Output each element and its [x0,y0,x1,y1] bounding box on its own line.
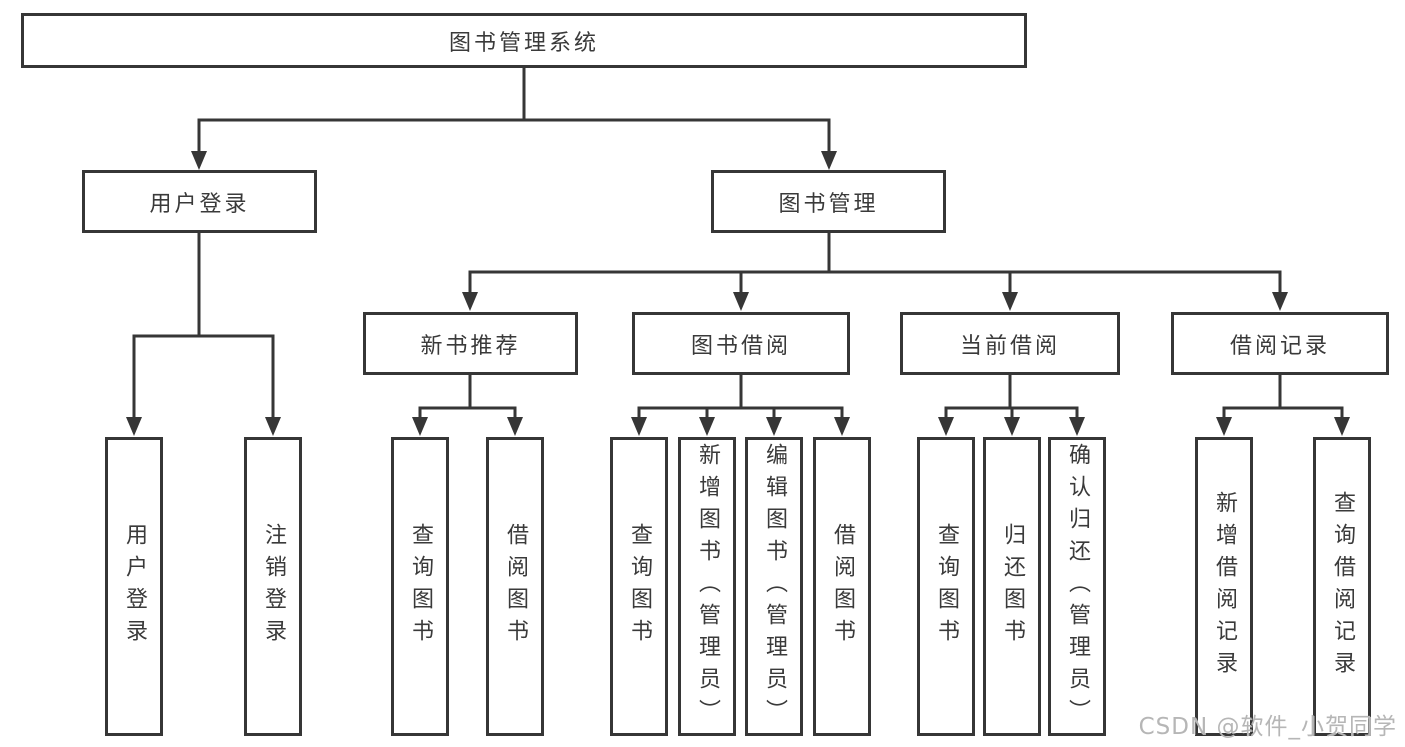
node-current-borrow: 当前借阅 [900,312,1120,375]
edges-new-book-recommend [412,375,523,436]
node-leaf-edit-book-admin: 编辑图书（管理员） [745,437,803,736]
node-user-login: 用户登录 [82,170,317,233]
node-user-login-label: 用户登录 [149,191,250,217]
node-root-label: 图书管理系统 [448,30,599,56]
node-leaf-add-borrow-record: 新增借阅记录 [1195,437,1253,736]
node-leaf-add-book-admin: 新增图书（管理员） [678,437,736,736]
edges-book-management [462,233,1288,311]
node-leaf-edit-book-admin-label: 编辑图书（管理员） [762,442,787,731]
node-leaf-borrow-books-recommend: 借阅图书 [486,437,544,736]
node-leaf-return-books: 归还图书 [983,437,1041,736]
node-leaf-user-login: 用户登录 [105,437,163,736]
node-leaf-query-borrow-record: 查询借阅记录 [1313,437,1371,736]
node-leaf-add-book-admin-label: 新增图书（管理员） [695,442,720,731]
node-book-management-label: 图书管理 [778,191,879,217]
node-leaf-query-books-current: 查询图书 [917,437,975,736]
node-new-book-recommend-label: 新书推荐 [420,333,521,359]
node-new-book-recommend: 新书推荐 [363,312,578,375]
node-leaf-logout: 注销登录 [244,437,302,736]
node-leaf-query-books-borrow: 查询图书 [610,437,668,736]
node-borrow-records: 借阅记录 [1171,312,1389,375]
node-leaf-query-borrow-record-label: 查询借阅记录 [1330,490,1355,683]
node-book-borrow-label: 图书借阅 [690,333,791,359]
node-book-borrow: 图书借阅 [632,312,850,375]
node-leaf-borrow-books-recommend-label: 借阅图书 [503,522,528,651]
edges-borrow-records [1216,375,1350,436]
node-leaf-query-books-borrow-label: 查询图书 [627,522,652,651]
node-borrow-records-label: 借阅记录 [1229,333,1330,359]
node-book-management: 图书管理 [711,170,946,233]
node-leaf-add-borrow-record-label: 新增借阅记录 [1212,490,1237,683]
edges-root [191,68,837,170]
node-leaf-borrow-books: 借阅图书 [813,437,871,736]
node-leaf-user-login-label: 用户登录 [122,522,147,651]
edges-current-borrow [938,375,1085,436]
node-leaf-logout-label: 注销登录 [261,522,286,651]
watermark: CSDN @软件_小贺同学 [1138,714,1397,740]
node-leaf-confirm-return-admin-label: 确认归还（管理员） [1065,442,1090,731]
edges-user-login [126,233,281,436]
node-leaf-confirm-return-admin: 确认归还（管理员） [1048,437,1106,736]
edges-book-borrow [631,375,850,436]
node-leaf-query-books-current-label: 查询图书 [934,522,959,651]
node-leaf-borrow-books-label: 借阅图书 [830,522,855,651]
node-current-borrow-label: 当前借阅 [959,333,1060,359]
node-leaf-return-books-label: 归还图书 [1000,522,1025,651]
node-leaf-query-books-recommend-label: 查询图书 [408,522,433,651]
node-leaf-query-books-recommend: 查询图书 [391,437,449,736]
node-root: 图书管理系统 [21,13,1027,68]
